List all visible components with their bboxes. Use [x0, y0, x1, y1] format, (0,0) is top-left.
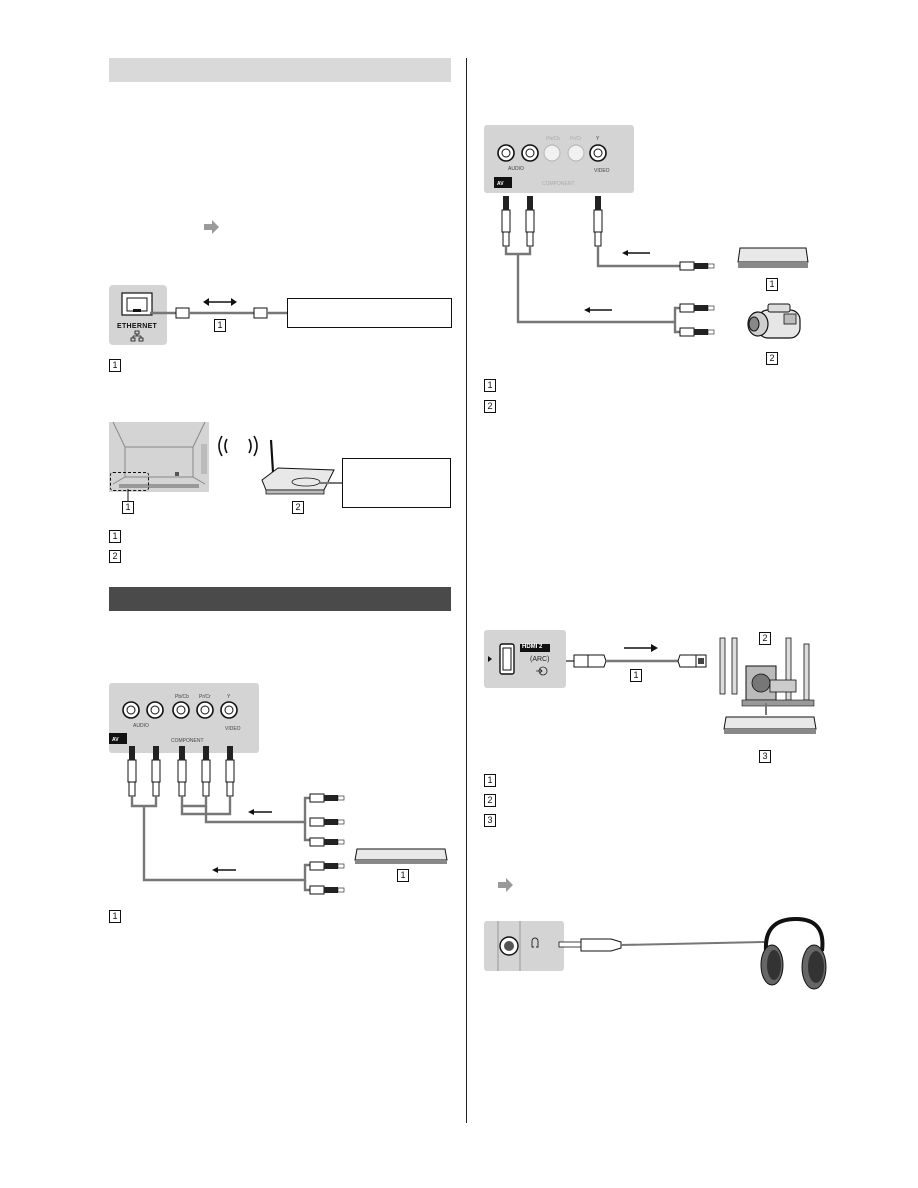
hdmi-terminal-panel: [484, 630, 566, 688]
callout-number: 2: [292, 501, 304, 514]
section-header-network: [109, 58, 451, 82]
svg-text:Y: Y: [596, 136, 600, 142]
legend-number: 2: [484, 794, 496, 807]
column-divider: [466, 58, 467, 1123]
wireless-router: [261, 439, 335, 495]
callout-number: 1: [122, 501, 134, 514]
legend-number: 1: [109, 910, 121, 923]
reference-arrow-icon: [498, 878, 513, 892]
right-arrow-icon: [624, 644, 658, 652]
hdmi-cable: [566, 654, 707, 668]
connection-line: [320, 482, 342, 484]
svg-text:AUDIO: AUDIO: [133, 723, 149, 729]
wireless-lan-location: [110, 472, 149, 491]
callout-number: 2: [759, 632, 771, 645]
legend-number: 1: [484, 774, 496, 787]
legend-number: 1: [484, 379, 496, 392]
arc-label: (ARC): [530, 656, 550, 663]
section-header-component: [109, 587, 451, 611]
svg-text:Y: Y: [227, 694, 231, 700]
component-cables: [127, 746, 345, 895]
legend-number: 3: [484, 814, 496, 827]
svg-text:COMPONENT: COMPONENT: [171, 738, 204, 744]
lan-cable: [150, 307, 290, 319]
legend-number: 1: [109, 359, 121, 372]
home-theatre-speakers: [719, 637, 815, 707]
svg-text:AV: AV: [497, 181, 504, 187]
legend-number: 1: [109, 530, 121, 543]
svg-text:COMPONENT: COMPONENT: [542, 181, 575, 187]
svg-text:Pb/Cb: Pb/Cb: [546, 136, 560, 142]
callout-number: 1: [630, 669, 642, 682]
svg-text:VIDEO: VIDEO: [594, 168, 610, 174]
svg-text:Pb/Cb: Pb/Cb: [175, 694, 189, 700]
av-component-terminal-panel: AUDIO Pb/Cb Pr/Cr Y AV COMPONENT VIDEO: [109, 683, 259, 753]
av-cables: [501, 196, 715, 337]
vcr-device: [737, 247, 809, 268]
callout-leader: [127, 489, 129, 501]
headphone-jack-panel: [484, 921, 564, 971]
dvd-player-device: [354, 848, 448, 864]
callout-number: 1: [766, 278, 778, 291]
wifi-signal-icon: [218, 435, 258, 457]
bidirectional-arrow-icon: [203, 298, 237, 306]
internet-environment-box: [287, 298, 452, 328]
input-icon: [536, 666, 548, 676]
hdmi-port-label: HDMI 2: [522, 644, 543, 650]
tv-rear-view: [109, 421, 209, 492]
av-terminal-panel: AUDIO Pb/Cb Pr/Cr Y AV COMPONENT VIDEO: [484, 125, 634, 193]
svg-text:Pr/Cr: Pr/Cr: [199, 694, 211, 700]
headphone-cable: [558, 938, 766, 952]
svg-text:Pr/Cr: Pr/Cr: [570, 136, 582, 142]
svg-text:AUDIO: AUDIO: [508, 166, 524, 172]
network-icon: [130, 330, 144, 342]
svg-text:VIDEO: VIDEO: [225, 726, 241, 732]
legend-number: 2: [484, 400, 496, 413]
callout-number: 2: [766, 352, 778, 365]
ethernet-port-label: ETHERNET: [117, 323, 158, 330]
callout-number: 1: [214, 319, 226, 332]
headphones-icon: [760, 916, 827, 990]
svg-text:AV: AV: [112, 737, 119, 743]
callout-number: 1: [397, 869, 409, 882]
ethernet-port-panel: [109, 285, 167, 345]
legend-number: 2: [109, 550, 121, 563]
video-camera-icon: [747, 303, 801, 339]
callout-number: 3: [759, 750, 771, 763]
reference-arrow-icon: [204, 220, 219, 234]
amplifier-device: [723, 703, 817, 734]
internet-environment-box: [342, 458, 451, 508]
